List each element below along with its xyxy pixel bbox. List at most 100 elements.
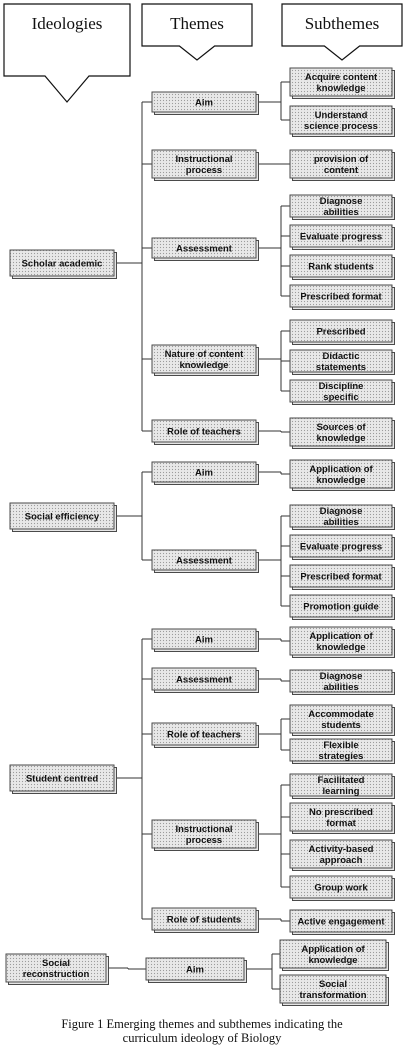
subtheme-promotion-guide: Promotion guide (289, 594, 395, 620)
theme-aim: Aim (145, 957, 247, 983)
node-label-line: Promotion guide (303, 602, 378, 613)
node-box (289, 875, 393, 899)
node-label-line: abilities (323, 207, 358, 218)
node-label: Social efficiency (25, 512, 100, 523)
node-label-line: Role of teachers (167, 427, 241, 438)
node-label: Assessment (176, 244, 233, 255)
node-box (145, 957, 245, 981)
node-label-line: knowledge (316, 83, 365, 94)
header-themes: Themes (141, 3, 253, 61)
node-label: Role of teachers (167, 427, 241, 438)
node-label-line: Discipline (319, 381, 364, 392)
node-box (289, 379, 393, 403)
node-label-line: specific (323, 392, 358, 403)
node-label-line: Social (319, 979, 347, 990)
node-label-line: Student centred (26, 774, 99, 785)
node-label: Assessment (176, 675, 233, 686)
node-label-line: Social (42, 958, 70, 969)
node-label-line: Prescribed (316, 327, 365, 338)
theme-role-of-teachers: Role of teachers (151, 722, 259, 748)
node-label-line: knowledge (316, 475, 365, 486)
header-arrow-shape (3, 3, 131, 103)
node-box (151, 149, 257, 179)
header-label: Ideologies (32, 14, 103, 33)
node-label: Aim (186, 965, 204, 976)
subtheme-group-work: Group work (289, 875, 395, 901)
header-label: Themes (170, 14, 224, 33)
theme-aim: Aim (151, 628, 259, 652)
node-box (289, 626, 393, 656)
node-box (151, 91, 257, 113)
node-label-line: Sources of (316, 422, 366, 433)
node-label-line: Diagnose (320, 506, 363, 517)
node-box (289, 564, 393, 588)
node-box (289, 67, 393, 97)
node-box (289, 349, 393, 373)
node-box (289, 909, 393, 933)
node-label-line: Accommodate (308, 709, 373, 720)
node-label: Evaluate progress (300, 542, 382, 553)
node-box (151, 237, 257, 259)
node-label-line: process (186, 835, 222, 846)
subtheme-prescribed: Prescribed (289, 319, 395, 345)
node-label-line: knowledge (316, 642, 365, 653)
node-box (289, 459, 393, 489)
node-box (289, 194, 393, 218)
node-box (289, 105, 393, 135)
node-box (289, 417, 393, 447)
node-box (151, 628, 257, 650)
node-label-line: Assessment (176, 556, 233, 567)
node-label-line: Aim (186, 965, 204, 976)
node-label-line: abilities (323, 517, 358, 528)
node-label-line: Nature of content (165, 349, 244, 360)
node-box (151, 461, 257, 483)
caption-line-2: curriculum ideology of Biology (122, 1031, 282, 1045)
node-label: Student centred (26, 774, 99, 785)
node-label-line: Role of teachers (167, 730, 241, 741)
node-label-line: students (321, 720, 361, 731)
figure-caption: Figure 1 Emerging themes and subthemes i… (0, 1017, 404, 1045)
node-box (151, 819, 257, 849)
node-label: Active engagement (297, 917, 385, 928)
node-box (289, 224, 393, 248)
node-label-line: Application of (301, 944, 365, 955)
node-label-line: Didactic (323, 351, 360, 362)
node-label-line: Application of (309, 631, 373, 642)
ideology-scholar-academic: Scholar academic (9, 249, 117, 279)
node-label-line: Aim (195, 98, 213, 109)
node-box (279, 939, 387, 969)
node-box (151, 549, 257, 571)
node-box (9, 764, 115, 792)
node-label-line: Activity-based (309, 844, 374, 855)
header-arrow-shape (281, 3, 403, 61)
node-label: Prescribed format (300, 572, 382, 583)
node-box (289, 802, 393, 832)
node-label-line: Aim (195, 468, 213, 479)
node-label-line: transformation (299, 990, 366, 1001)
node-label-line: Understand (315, 110, 368, 121)
node-label-line: Instructional (175, 824, 232, 835)
node-label-line: strategies (319, 751, 364, 762)
ideology-social-efficiency: Social efficiency (9, 502, 117, 532)
node-label-line: Group work (314, 883, 368, 894)
